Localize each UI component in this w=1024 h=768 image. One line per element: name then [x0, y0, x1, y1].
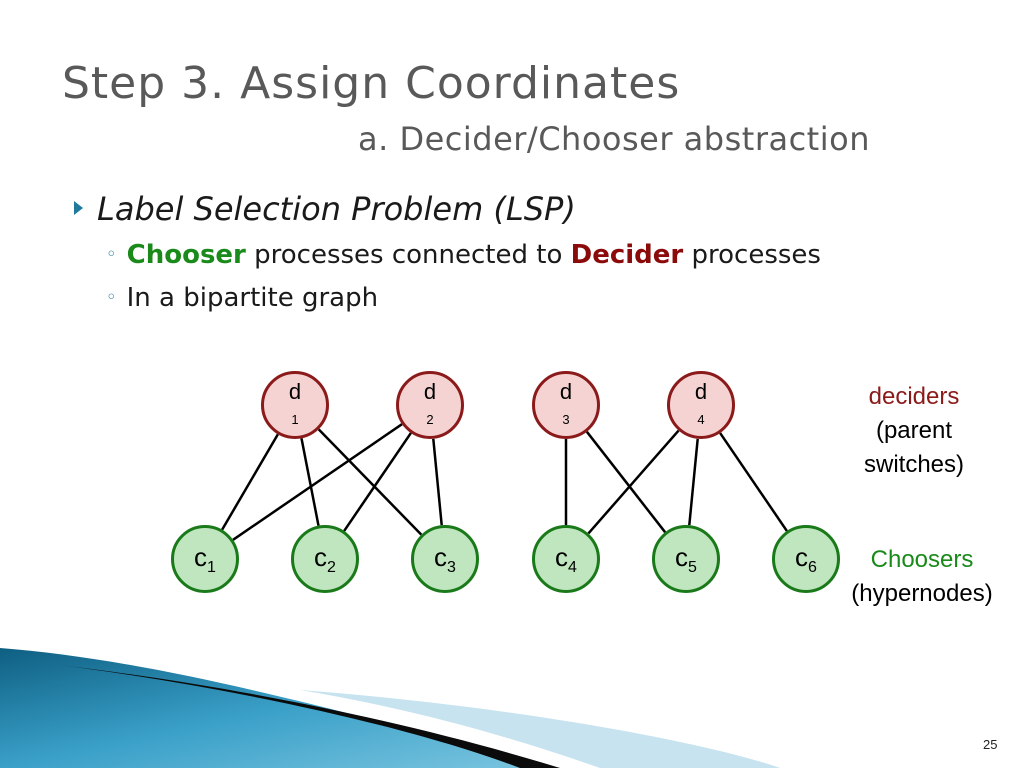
edge-d1-c3 — [317, 428, 423, 536]
edge-d4-c5 — [688, 438, 699, 526]
chooser-label: c5 — [675, 542, 697, 577]
sub-bullet-1-end: processes — [683, 240, 821, 270]
deciders-legend-line3: switches) — [863, 451, 965, 478]
sub-bullet-1-middle: processes connected to — [245, 240, 571, 270]
chooser-index: 4 — [568, 559, 577, 577]
bullet-arrow-icon — [74, 201, 83, 215]
bullet-main-text: Label Selection Problem (LSP) — [97, 190, 576, 228]
decider-letter: d — [288, 379, 302, 404]
chooser-node-c4: c4 — [532, 525, 600, 593]
deciders-legend: deciders (parent switches) — [840, 380, 988, 482]
decider-keyword: Decider — [570, 240, 684, 270]
decider-letter: d — [559, 379, 573, 404]
edge-d1-c2 — [300, 438, 320, 526]
deciders-legend-title: deciders — [868, 383, 960, 410]
chooser-node-c2: c2 — [291, 525, 359, 593]
chooser-node-c6: c6 — [772, 525, 840, 593]
chooser-index: 5 — [688, 559, 697, 577]
chooser-label: c6 — [795, 542, 817, 577]
decider-letter: d — [694, 379, 708, 404]
choosers-legend: Choosers (hypernodes) — [830, 543, 1014, 611]
decider-index: 2 — [426, 412, 434, 427]
chooser-label: c2 — [314, 542, 336, 577]
chooser-index: 1 — [207, 559, 216, 577]
decider-index: 1 — [291, 412, 299, 427]
decider-letter: d — [423, 379, 437, 404]
chooser-node-c3: c3 — [411, 525, 479, 593]
slide-subtitle: a. Decider/Chooser abstraction — [358, 120, 870, 158]
choosers-legend-title: Choosers — [870, 546, 974, 573]
choosers-legend-line2: (hypernodes) — [851, 580, 993, 607]
edge-d2-c1 — [232, 423, 403, 541]
edge-d3-c5 — [585, 431, 667, 533]
sub-bullet-1: ◦Chooser processes connected to Decider … — [106, 240, 821, 270]
slide-title: Step 3. Assign Coordinates — [62, 58, 681, 109]
chooser-index: 3 — [447, 559, 456, 577]
sub-bullet-marker-icon: ◦ — [106, 244, 117, 265]
chooser-keyword: Chooser — [126, 240, 246, 270]
chooser-index: 2 — [327, 559, 336, 577]
chooser-node-c5: c5 — [652, 525, 720, 593]
chooser-index: 6 — [808, 559, 817, 577]
page-number: 25 — [983, 737, 998, 752]
chooser-node-c1: c1 — [171, 525, 239, 593]
sub-bullet-2-text: In a bipartite graph — [126, 283, 379, 313]
deciders-legend-line2: (parent — [875, 417, 953, 444]
decider-index: 3 — [562, 412, 570, 427]
chooser-label: c1 — [194, 542, 216, 577]
edge-d2-c3 — [432, 438, 443, 526]
sub-bullet-2: ◦ In a bipartite graph — [106, 283, 378, 313]
decider-index: 4 — [697, 412, 705, 427]
edge-d2-c2 — [343, 432, 412, 532]
chooser-label: c4 — [555, 542, 577, 577]
bullet-main: Label Selection Problem (LSP) — [74, 190, 576, 228]
edge-d4-c6 — [719, 432, 788, 532]
sub-bullet-marker-icon: ◦ — [106, 287, 117, 308]
edge-d1-c1 — [221, 433, 279, 531]
edge-d4-c4 — [587, 429, 680, 535]
chooser-label: c3 — [434, 542, 456, 577]
